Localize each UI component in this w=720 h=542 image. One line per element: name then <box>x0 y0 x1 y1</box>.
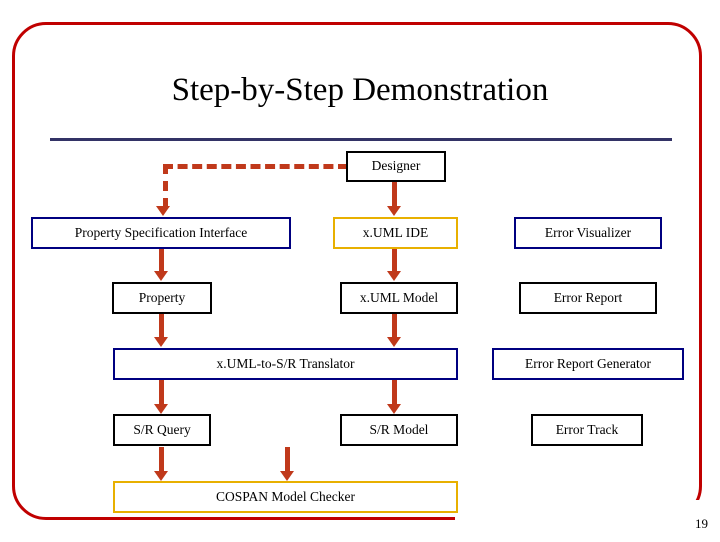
arrow-designer-to-xuml-ide-head <box>387 206 401 216</box>
node-sr-model-label: S/R Model <box>369 421 429 437</box>
node-xuml-ide[interactable]: x.UML IDE <box>333 217 458 249</box>
arrow-translator-to-srmodel-line <box>392 380 397 406</box>
node-sr-model[interactable]: S/R Model <box>340 414 458 446</box>
node-cospan-model-checker[interactable]: COSPAN Model Checker <box>113 481 458 513</box>
node-error-report-generator-label: Error Report Generator <box>525 355 651 371</box>
node-error-report-label: Error Report <box>553 289 623 305</box>
arrow-ide-to-model-line <box>392 249 397 273</box>
node-sr-query-label: S/R Query <box>133 421 191 437</box>
node-property[interactable]: Property <box>112 282 212 314</box>
node-property-specification-interface-label: Property Specification Interface <box>74 224 248 240</box>
dashed-connector-horizontal <box>163 164 348 169</box>
node-designer-label: Designer <box>371 158 421 174</box>
node-error-report-generator[interactable]: Error Report Generator <box>492 348 684 380</box>
arrow-translator-to-srmodel-head <box>387 404 401 414</box>
arrow-psi-to-property-head <box>154 271 168 281</box>
node-designer[interactable]: Designer <box>346 151 446 182</box>
dashed-connector-arrowhead <box>156 206 170 216</box>
node-property-label: Property <box>138 289 186 305</box>
node-property-specification-interface[interactable]: Property Specification Interface <box>31 217 291 249</box>
node-sr-query[interactable]: S/R Query <box>113 414 211 446</box>
arrow-query-to-cospan-head <box>154 471 168 481</box>
arrow-srmodel-to-cospan-head <box>280 471 294 481</box>
node-error-track-label: Error Track <box>555 421 619 437</box>
arrow-model-to-translator-head <box>387 337 401 347</box>
slide-number: 19 <box>695 516 708 531</box>
arrow-translator-to-query-line <box>159 380 164 406</box>
arrow-ide-to-model-head <box>387 271 401 281</box>
arrow-designer-to-xuml-ide-line <box>392 181 397 209</box>
frame-gap-mask <box>455 500 715 542</box>
node-error-visualizer[interactable]: Error Visualizer <box>514 217 662 249</box>
arrow-property-to-translator-line <box>159 314 164 338</box>
node-xuml-model[interactable]: x.UML Model <box>340 282 458 314</box>
arrow-translator-to-query-head <box>154 404 168 414</box>
page-title: Step-by-Step Demonstration <box>171 72 549 108</box>
node-xuml-to-sr-translator-label: x.UML-to-S/R Translator <box>216 355 355 371</box>
dashed-connector-vertical <box>163 164 168 208</box>
node-error-track[interactable]: Error Track <box>531 414 643 446</box>
arrow-srmodel-to-cospan-line <box>285 447 290 473</box>
title-divider <box>50 138 672 141</box>
node-error-report[interactable]: Error Report <box>519 282 657 314</box>
node-xuml-model-label: x.UML Model <box>359 289 439 305</box>
node-xuml-ide-label: x.UML IDE <box>362 224 429 240</box>
node-xuml-to-sr-translator[interactable]: x.UML-to-S/R Translator <box>113 348 458 380</box>
node-error-visualizer-label: Error Visualizer <box>544 224 632 240</box>
arrow-model-to-translator-line <box>392 314 397 338</box>
arrow-psi-to-property-line <box>159 249 164 273</box>
arrow-query-to-cospan-line <box>159 447 164 473</box>
node-cospan-model-checker-label: COSPAN Model Checker <box>215 488 355 504</box>
slide-border-frame <box>12 22 702 520</box>
arrow-property-to-translator-head <box>154 337 168 347</box>
